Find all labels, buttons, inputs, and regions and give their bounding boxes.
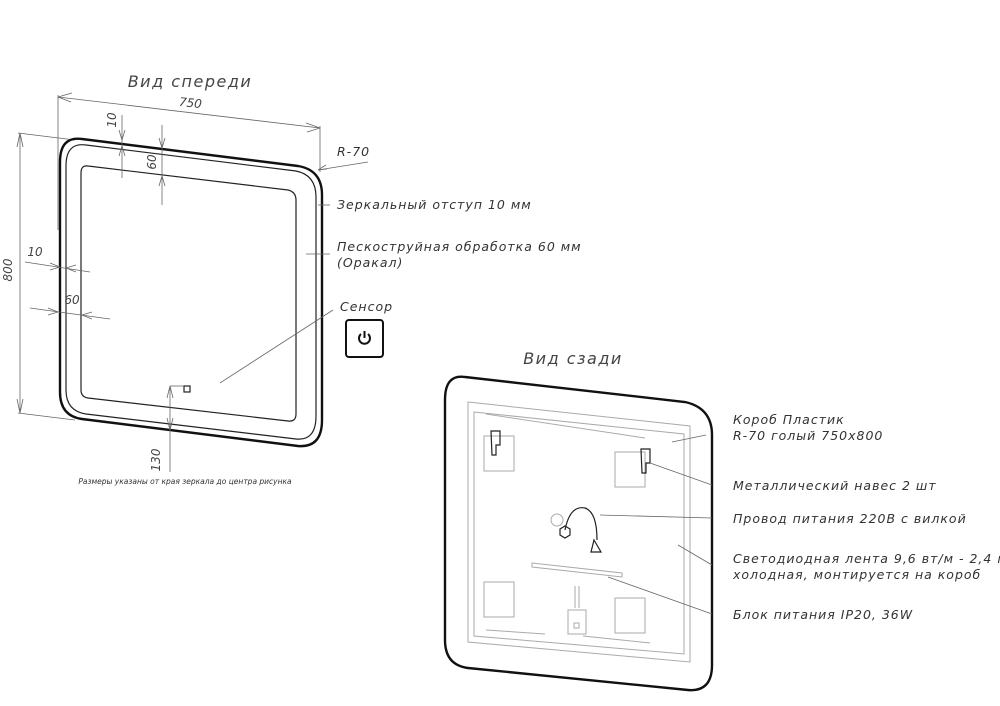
psu-label: Блок питания IP20, 36W xyxy=(733,607,913,622)
left-offset-dimension: 10 xyxy=(27,245,43,259)
radius-label: R-70 xyxy=(337,144,370,159)
sensor-dimension: 130 xyxy=(149,448,163,471)
dimension-note: Размеры указаны от края зеркала до центр… xyxy=(78,477,292,486)
width-dimension-line xyxy=(57,96,321,129)
back-view-title: Вид сзади xyxy=(523,349,623,368)
hanger-left xyxy=(490,430,501,456)
cable-label: Провод питания 220В с вилкой xyxy=(733,511,967,526)
front-view: Вид спереди 750 800 10 60 10 60 xyxy=(1,72,582,486)
width-dimension-label: 750 xyxy=(178,95,203,111)
power-supply xyxy=(567,609,587,635)
back-view: Вид сзади Короб Пластик R-70 г xyxy=(443,349,1000,692)
sandblast-area xyxy=(80,165,297,422)
sensor-marker xyxy=(183,385,191,393)
sensor-label: Сенсор xyxy=(340,299,393,314)
box-label-2: R-70 голый 750x800 xyxy=(733,428,883,443)
led-strip-label-2: холодная, монтируется на короб xyxy=(732,567,981,582)
led-strip-label: Светодиодная лента 9,6 вт/м - 2,4 м.п. xyxy=(733,551,1000,566)
power-icon xyxy=(345,319,384,358)
mirror-outline xyxy=(58,137,324,448)
top-sandblast-dimension: 60 xyxy=(145,154,159,170)
led-strip xyxy=(531,562,623,578)
hanger-label: Металлический навес 2 шт xyxy=(733,478,937,493)
back-outline xyxy=(443,375,714,692)
hanger-right xyxy=(640,448,651,474)
mirror-offset-label: Зеркальный отступ 10 мм xyxy=(337,197,532,212)
left-sandblast-dimension: 60 xyxy=(64,293,80,307)
top-offset-dimension: 10 xyxy=(105,112,119,128)
front-view-title: Вид спереди xyxy=(128,72,253,91)
sandblast-label: Пескоструйная обработка 60 мм xyxy=(337,239,582,254)
height-dimension-label: 800 xyxy=(1,258,15,281)
box-label: Короб Пластик xyxy=(733,412,845,427)
power-cable xyxy=(564,507,598,541)
sandblast-label-2: (Оракал) xyxy=(337,255,403,270)
